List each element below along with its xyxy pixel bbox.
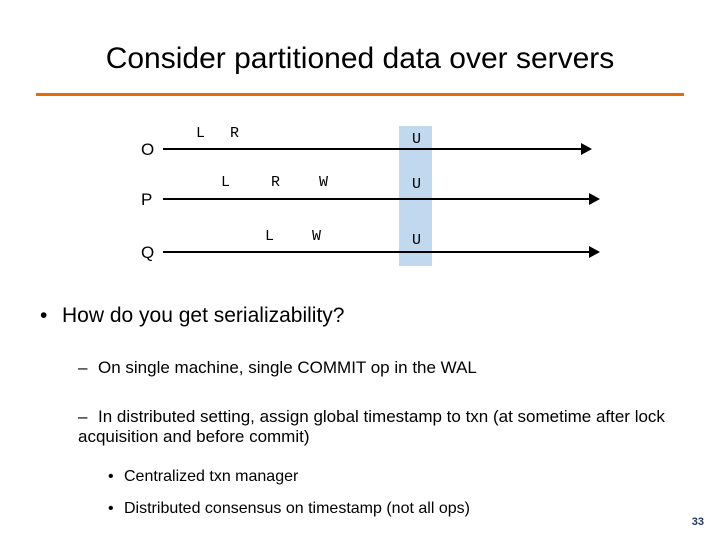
timeline-axis-o — [163, 148, 581, 150]
title-divider — [36, 93, 684, 96]
op-p-commit: U — [412, 176, 422, 193]
op-q-commit: U — [412, 232, 422, 249]
timeline-diagram: O L R U P L R W U Q L W U — [0, 110, 720, 275]
op-p-2: R — [271, 174, 281, 191]
bullet-marker-3b: • — [108, 500, 114, 517]
timeline-axis-p — [163, 198, 589, 200]
timeline-label-o: O — [141, 140, 155, 159]
bullet-level2-1: –On single machine, single COMMIT op in … — [78, 358, 678, 378]
op-p-3: W — [319, 174, 329, 191]
bullet-level1-1-text: How do you get serializability? — [62, 304, 345, 327]
op-q-2: W — [312, 228, 322, 245]
bullet-level3-2: • Distributed consensus on timestamp (not… — [108, 500, 470, 518]
bullet-level3-1: • Centralized txn manager — [108, 468, 298, 486]
op-o-2: R — [230, 125, 240, 142]
bullet-level2-2-text: In distributed setting, assign global ti… — [78, 407, 665, 446]
timeline-arrow-q — [589, 246, 600, 258]
bullet-marker-2b: – — [78, 407, 88, 426]
page-number: 33 — [691, 516, 704, 528]
timeline-axis-q — [163, 251, 589, 253]
bullet-level2-2: –In distributed setting, assign global t… — [78, 407, 678, 447]
timeline-label-p: P — [141, 190, 153, 209]
timeline-arrow-o — [581, 143, 592, 155]
op-o-commit: U — [412, 131, 422, 148]
bullet-marker-3a: • — [108, 468, 114, 485]
op-p-1: L — [221, 174, 231, 191]
op-q-1: L — [265, 228, 275, 245]
bullet-level3-1-text: Centralized txn manager — [124, 468, 299, 485]
timeline-arrow-p — [589, 193, 600, 205]
bullet-level1-1: • How do you get serializability? — [40, 304, 344, 328]
timeline-label-q: Q — [141, 243, 155, 262]
bullet-level3-2-text: Distributed consensus on timestamp (not … — [124, 500, 470, 517]
bullet-marker-1: • — [40, 304, 48, 327]
bullet-marker-2a: – — [78, 358, 88, 377]
bullet-level2-1-text: On single machine, single COMMIT op in t… — [98, 358, 477, 377]
op-o-1: L — [196, 125, 206, 142]
page-title: Consider partitioned data over servers — [105, 42, 615, 75]
